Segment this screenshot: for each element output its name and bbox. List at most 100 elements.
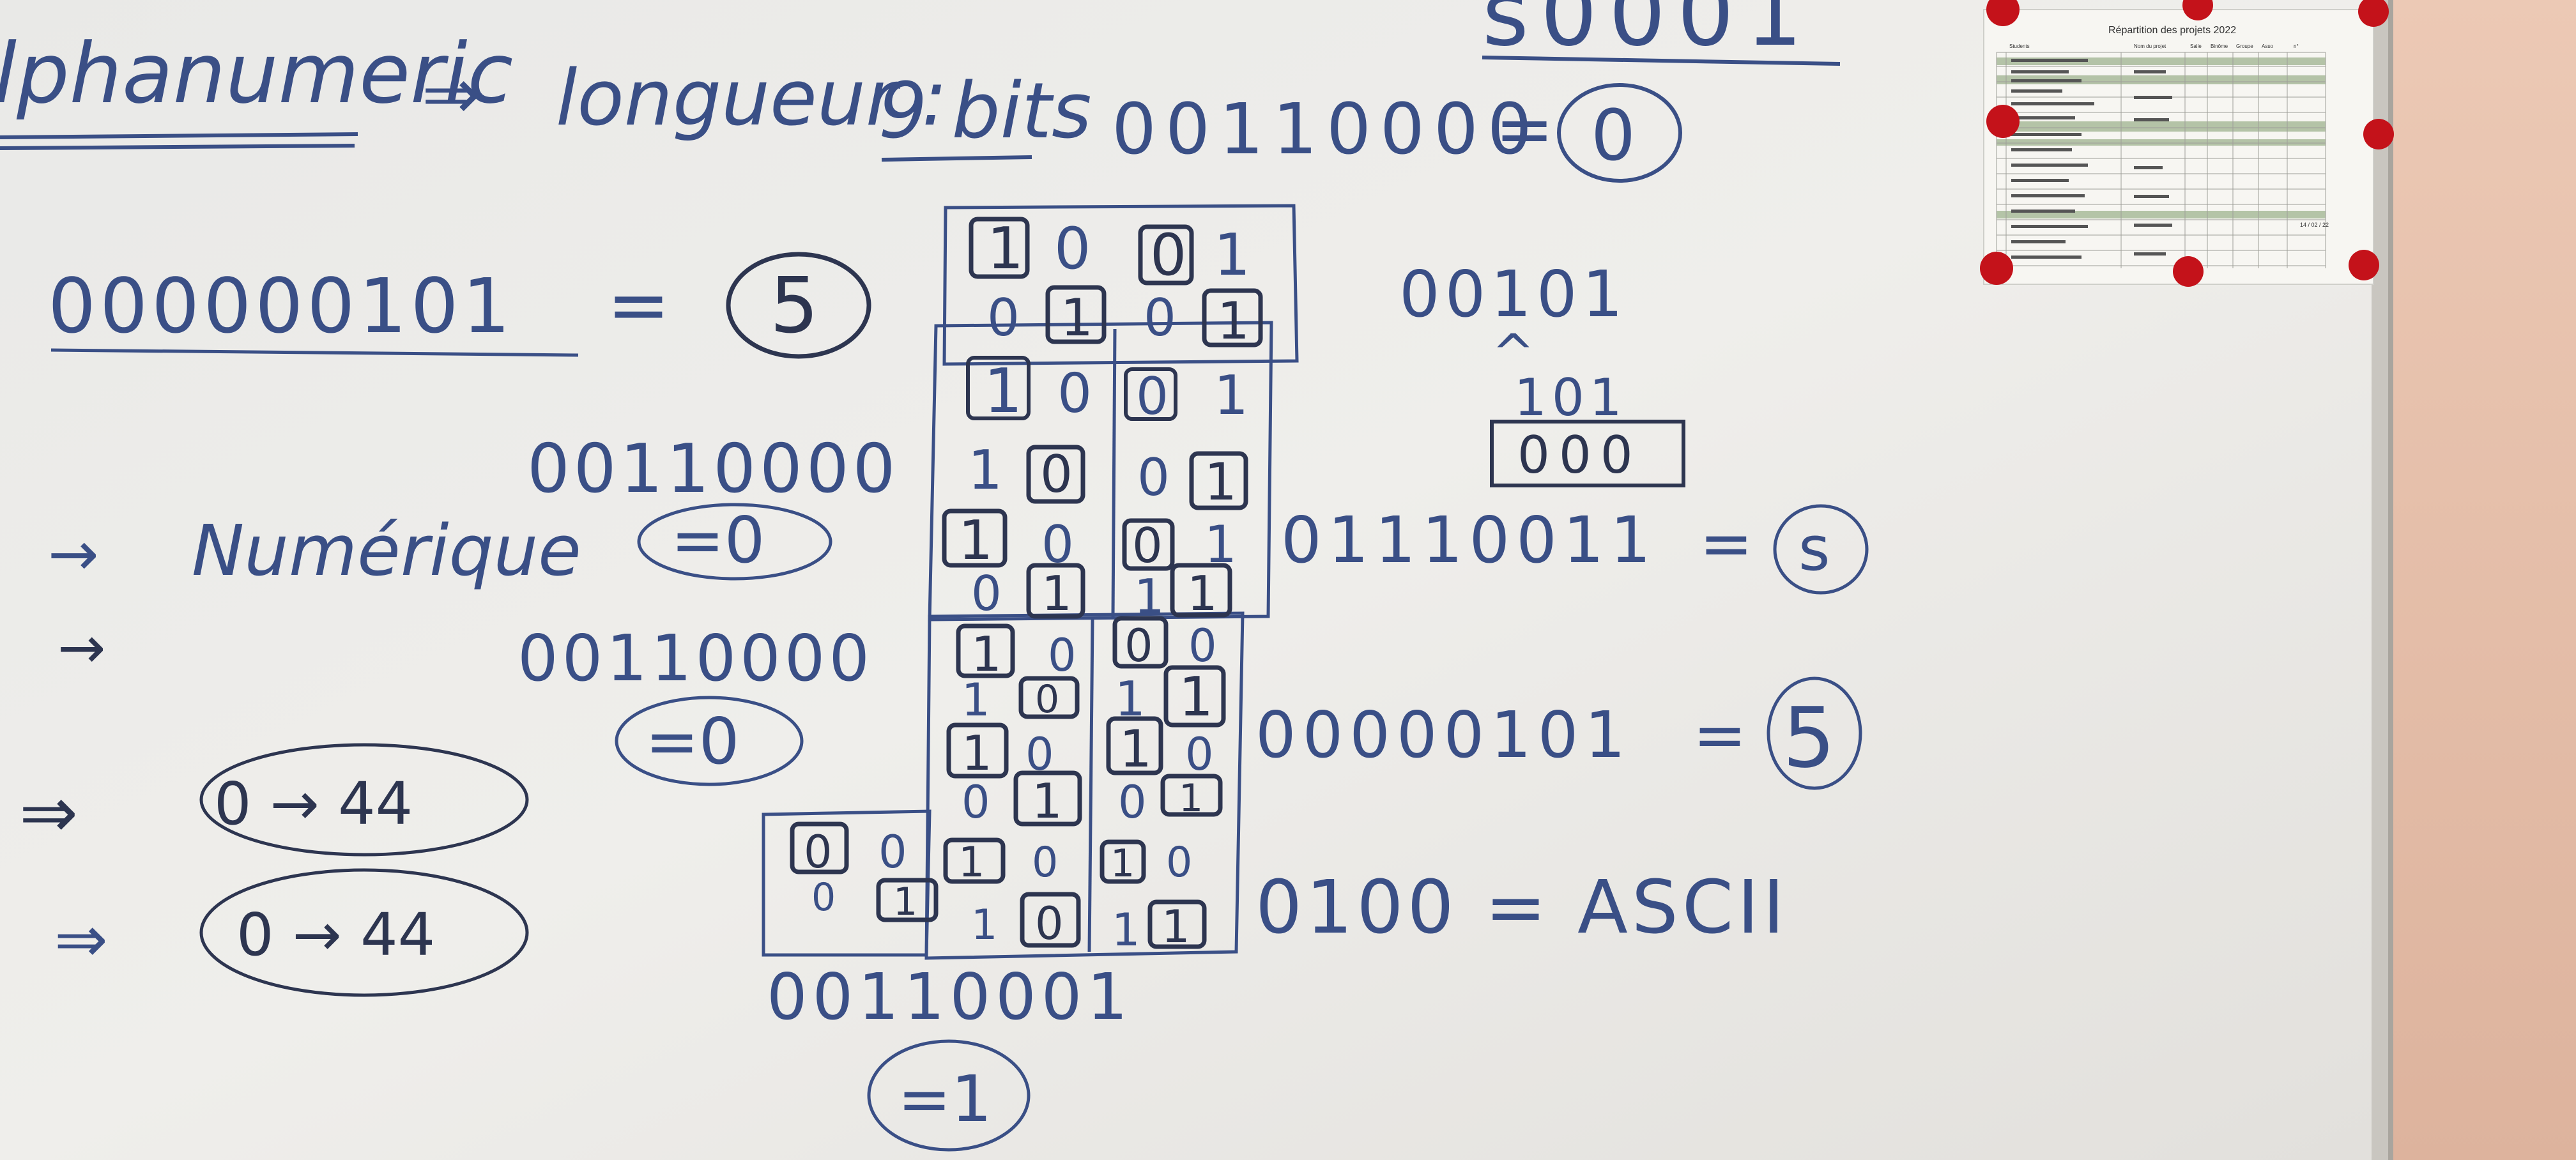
grid-cell: 0	[1035, 897, 1064, 950]
magnet	[1980, 252, 2013, 285]
left-mid-circle-2	[615, 696, 804, 786]
sheet-col-number: n°	[2294, 43, 2299, 49]
left-mid-result-1: =0	[671, 503, 765, 577]
grid-cell: 0	[1166, 839, 1192, 887]
right-line-2-circle	[1767, 676, 1862, 790]
left-mid-circle-1	[637, 503, 832, 581]
grid-cell: 1	[893, 880, 917, 924]
grid-cell: 1	[987, 215, 1023, 282]
right-caret: ^	[1492, 323, 1535, 383]
grid-cell: 0	[962, 776, 990, 828]
magnet	[2173, 256, 2204, 287]
wall	[2364, 0, 2576, 1160]
sheet-col-students: Students	[2009, 43, 2030, 49]
sheet-col-binome: Binôme	[2211, 43, 2228, 49]
header-arrow: ⇒	[422, 53, 480, 135]
right-line-1: 01110011	[1281, 503, 1657, 577]
range-1-arrow: ⇒	[19, 772, 78, 853]
grid-cell: 1	[1214, 364, 1248, 427]
grid-cell: 0	[1048, 629, 1077, 682]
second-arrow: →	[57, 614, 105, 682]
grid-cell: 1	[1112, 904, 1140, 956]
grid-cell: 1	[1119, 719, 1152, 779]
range-2-text: 0 → 44	[236, 901, 435, 969]
header-alphanumeric: lphanumeric	[0, 25, 513, 122]
right-line-1-circle	[1773, 504, 1869, 595]
whiteboard-surface	[0, 0, 2377, 1160]
magnet	[1986, 0, 2020, 26]
grid-cell: 1	[1214, 222, 1250, 289]
bit-grid	[762, 204, 1299, 960]
grid-cell: 1	[1187, 565, 1218, 622]
right-line-1-eq: =	[1699, 506, 1753, 581]
grid-cell: 1	[962, 674, 990, 726]
left-code-circle	[726, 252, 871, 359]
grid-cell: 0	[1185, 728, 1214, 781]
top-right-code: s0001	[1482, 0, 1814, 66]
grid-cell: 0	[1035, 677, 1059, 722]
grid-cell: 0	[971, 565, 1002, 622]
grid-cell: 1	[1110, 841, 1135, 886]
sheet-note: 14 / 02 / 22	[2300, 222, 2329, 228]
grid-cell: 1	[958, 839, 985, 887]
range-1-circle	[199, 743, 529, 857]
left-code-eq: =	[607, 261, 670, 349]
header-example-eq: =	[1495, 88, 1554, 170]
grid-cell: 1	[958, 509, 993, 572]
grid-cell: 0	[1132, 517, 1163, 574]
magnet	[2349, 250, 2379, 280]
left-code-result: 5	[770, 262, 818, 351]
grid-cell: 0	[1136, 367, 1169, 426]
posted-sheet: Répartition des projets 2022 Students No…	[1983, 9, 2374, 285]
grid-cell: 1	[1134, 569, 1165, 625]
sheet-col-assoc: Asso	[2262, 43, 2273, 49]
right-line-2-result: 5	[1782, 689, 1836, 786]
grid-cell: 1	[1032, 773, 1062, 829]
right-line-2: 00000101	[1255, 698, 1632, 772]
whiteboard-frame	[2372, 0, 2388, 1160]
grid-cell: 0	[1188, 620, 1217, 672]
header-example-result: 0	[1591, 95, 1636, 176]
header-longueur: longueur :	[556, 54, 947, 143]
grid-cell: 0	[987, 288, 1020, 347]
right-code-000-box	[1490, 420, 1685, 487]
grid-cell: 1	[1179, 666, 1213, 729]
grid-cell: 1	[1061, 288, 1093, 347]
right-line-1-result: s	[1798, 514, 1830, 584]
sheet-col-groupe: Groupe	[2236, 43, 2253, 49]
grid-cell: 1	[968, 439, 1002, 502]
left-mid-code-1: 00110000	[527, 430, 899, 508]
right-line-3: 0100 = ASCII	[1255, 865, 1788, 950]
left-mid-code-2: 00110000	[518, 621, 873, 696]
grid-cell: 0	[1137, 448, 1170, 507]
grid-cell: 0	[1144, 288, 1176, 347]
grid-cell: 1	[1162, 901, 1190, 953]
grid-cell: 1	[1179, 776, 1203, 821]
grid-cell: 1	[971, 901, 997, 949]
magnet	[1986, 105, 2020, 138]
grid-cell: 0	[804, 826, 832, 878]
grid-cell: 0	[1118, 776, 1147, 828]
right-code-101: 101	[1514, 368, 1627, 427]
grid-cell: 0	[1057, 362, 1092, 425]
bottom-code: 00110001	[767, 959, 1133, 1034]
grid-digits: 1 0 0 1 0 1 0 1 1 0 0 1 1 0 0 1 1 0 0 1 …	[790, 215, 1263, 956]
grid-cell: 0	[1124, 620, 1153, 672]
range-1-text: 0 → 44	[214, 770, 413, 838]
magnet	[2358, 0, 2389, 27]
range-2-arrow: ⇒	[54, 902, 108, 977]
right-code-000: 000	[1517, 425, 1642, 485]
grid-cell: 1	[1041, 565, 1072, 622]
grid-cell: 1	[962, 725, 992, 781]
grid-cell: 0	[878, 826, 907, 878]
numerique-label: Numérique	[192, 510, 581, 591]
grid-cell: 0	[1054, 215, 1091, 282]
left-mid-result-2: =0	[645, 704, 739, 779]
bottom-result: =1	[898, 1062, 992, 1136]
sheet-title: Répartition des projets 2022	[2108, 25, 2236, 36]
header-example-code: 00110000	[1112, 88, 1541, 170]
grid-cell: 1	[971, 626, 1002, 682]
left-code: 000000101	[48, 262, 514, 350]
grid-cell: 0	[1040, 445, 1073, 504]
